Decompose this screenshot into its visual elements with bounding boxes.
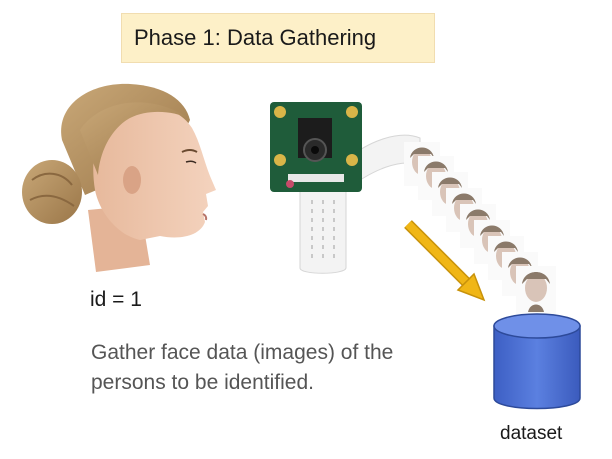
face-images-stack-icon bbox=[404, 142, 556, 314]
title-box: Phase 1: Data Gathering bbox=[121, 13, 435, 63]
id-label: id = 1 bbox=[90, 288, 142, 311]
database-cylinder-icon bbox=[493, 313, 581, 410]
ribbon-cable bbox=[299, 134, 421, 274]
arrow-icon bbox=[404, 220, 486, 302]
person-profile-icon bbox=[22, 83, 216, 272]
dataset-label: dataset bbox=[500, 423, 563, 444]
camera-module-icon bbox=[270, 102, 362, 192]
description-text: Gather face data (images) of the persons… bbox=[91, 341, 394, 394]
slide-title: Phase 1: Data Gathering bbox=[134, 25, 377, 50]
